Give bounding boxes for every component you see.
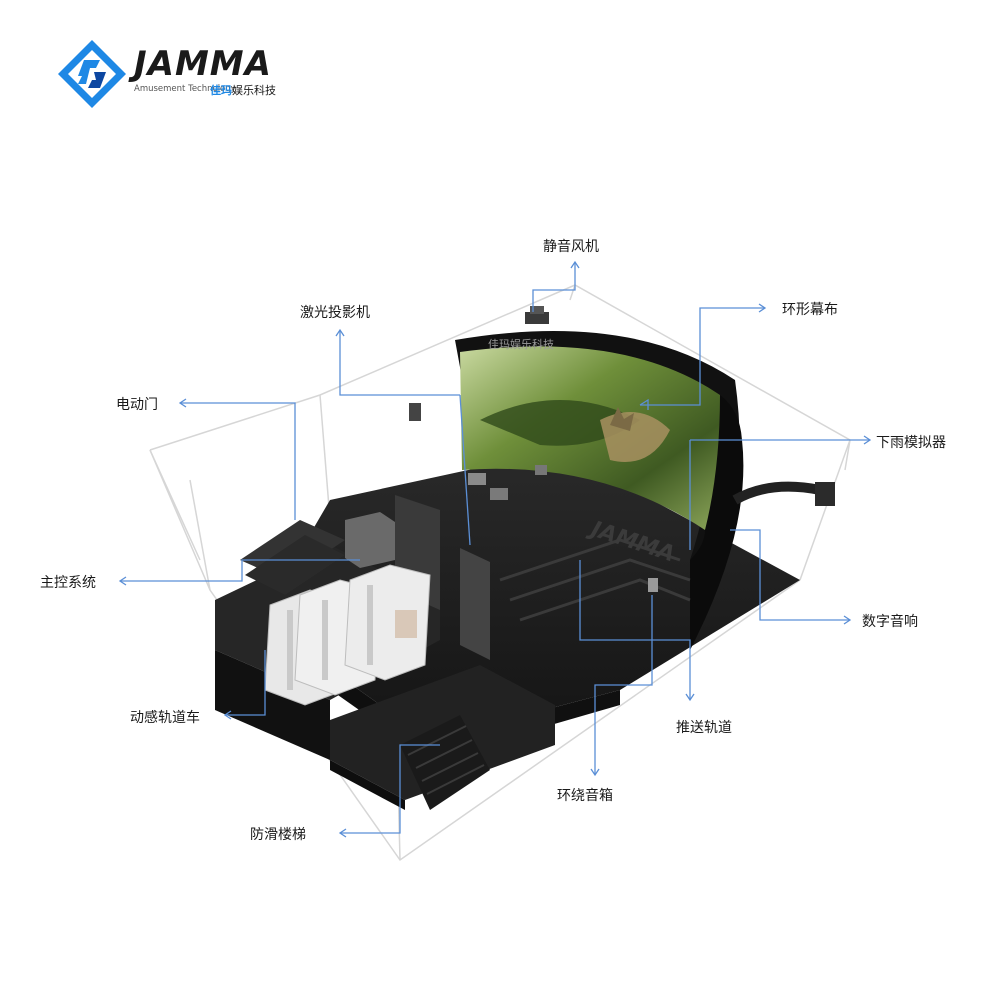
control-cabinet (345, 512, 395, 568)
brand-tagline: Amusement Technology - (134, 84, 242, 94)
label-curved-screen: 环形幕布 (782, 302, 838, 318)
leader-lines (118, 260, 872, 838)
brand-logo: JAMMA Amusement Technology - 佳玛娱乐科技 (56, 38, 306, 108)
label-projector: 激光投影机 (300, 305, 370, 321)
silent-fan (525, 306, 549, 324)
left-platform-side (215, 650, 330, 760)
laser-projector (409, 403, 421, 421)
label-motion-cart: 动感轨道车 (130, 710, 200, 726)
label-fan: 静音风机 (543, 239, 599, 255)
front-stairs (400, 715, 490, 810)
rain-simulator-arm (732, 481, 821, 505)
push-track (499, 538, 691, 622)
label-main-control: 主控系统 (40, 575, 96, 591)
label-digital-audio: 数字音响 (862, 614, 918, 630)
motion-ride-carts (264, 564, 431, 706)
label-rain-simulator: 下雨模拟器 (876, 435, 946, 451)
brand-name: JAMMA (134, 44, 272, 84)
label-antislip-stairs: 防滑楼梯 (250, 827, 306, 843)
label-surround-speaker: 环绕音箱 (557, 788, 613, 804)
brand-chinese: 佳玛娱乐科技 (210, 82, 276, 98)
label-push-track: 推送轨道 (676, 720, 732, 736)
brand-cn-rest: 娱乐科技 (232, 84, 276, 97)
surround-speaker (648, 578, 658, 592)
label-electric-door: 电动门 (116, 397, 158, 413)
brand-cn-highlight: 佳玛 (210, 84, 232, 97)
jamma-logo-icon (58, 40, 126, 108)
screen-watermark: 佳玛娱乐科技 (488, 337, 554, 351)
